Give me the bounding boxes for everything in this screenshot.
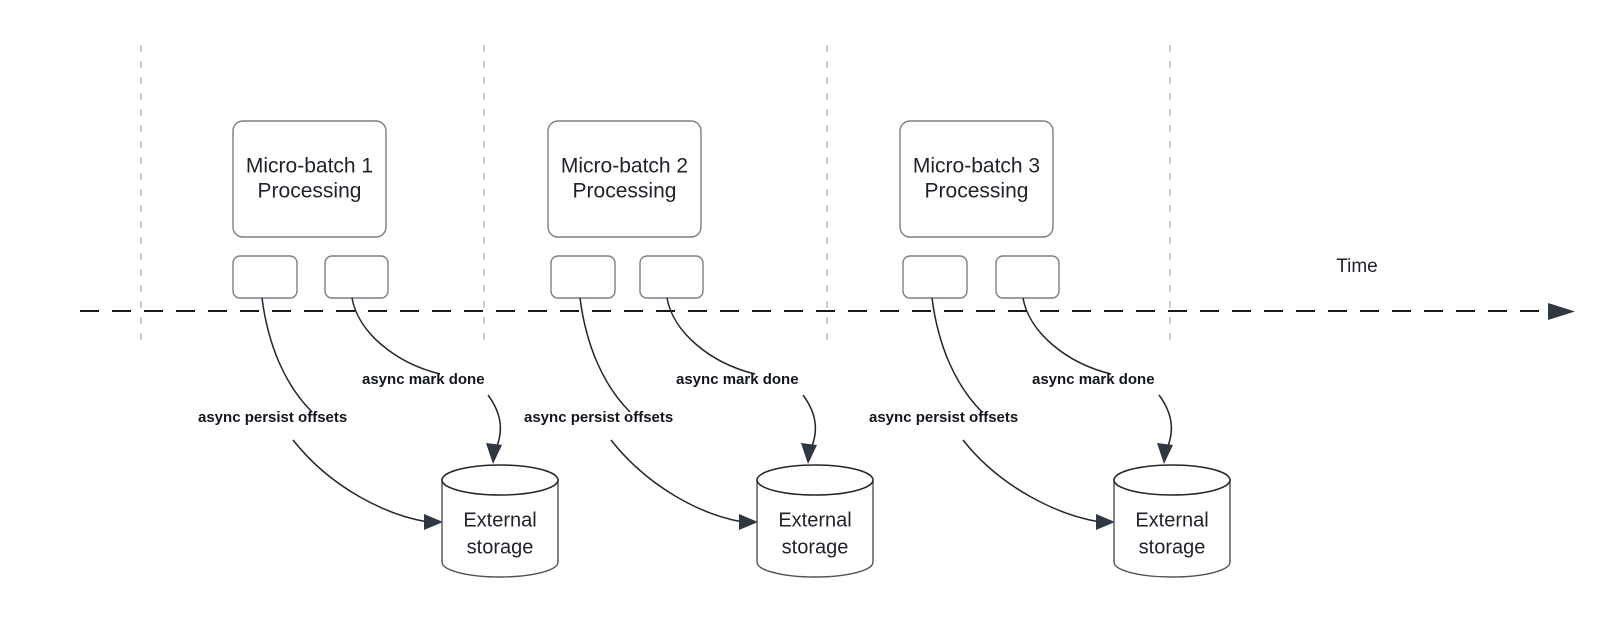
micro-batch-1-storage-label-line2: storage (467, 536, 534, 558)
micro-batch-3-label-line2: Processing (925, 180, 1029, 203)
time-axis-label: Time (1336, 256, 1378, 277)
micro-batch-1-box[interactable] (232, 120, 387, 238)
micro-batch-2-persist-offsets-edge-tail (610, 439, 744, 523)
micro-batch-2-persist-offsets-label: async persist offsets (524, 409, 673, 426)
time-axis: Time (80, 256, 1575, 320)
micro-batch-2-mark-done-edge (666, 297, 756, 375)
micro-batch-1-persist-offsets-edge-tail (292, 439, 429, 523)
micro-batch-group-3: Micro-batch 3 Processing async persist o… (869, 120, 1231, 578)
micro-batch-2-task-box-mark[interactable] (639, 255, 704, 299)
micro-batch-group-1: Micro-batch 1 Processing async persist o… (198, 120, 559, 578)
micro-batch-1-storage-label-line1: External (463, 509, 536, 531)
gridlines-group (140, 45, 1171, 340)
micro-batch-2-label-line2: Processing (573, 180, 677, 203)
micro-batch-3-box[interactable] (899, 120, 1054, 238)
micro-batch-3-storage-label-line2: storage (1139, 536, 1206, 558)
micro-batch-2-persist-offsets-edge (579, 297, 631, 413)
micro-batch-3-persist-offsets-edge-tail (962, 439, 1101, 523)
micro-batch-3-mark-done-arrow-icon (1157, 443, 1173, 464)
micro-batch-3-task-box-persist[interactable] (902, 255, 968, 299)
micro-batch-1-label-line1: Micro-batch 1 (246, 155, 373, 178)
micro-batch-1-external-storage[interactable]: External storage (441, 464, 559, 578)
micro-batch-1-mark-done-arrow-icon (486, 443, 502, 464)
micro-batch-2-persist-offsets-arrow-icon (739, 514, 758, 530)
micro-batch-3-label-line1: Micro-batch 3 (913, 155, 1040, 178)
micro-batch-3-task-box-mark[interactable] (995, 255, 1060, 299)
micro-batch-3-mark-done-label: async mark done (1032, 371, 1155, 388)
micro-batch-3-persist-offsets-label: async persist offsets (869, 409, 1018, 426)
micro-batch-3-persist-offsets-arrow-icon (1096, 514, 1115, 530)
micro-batch-2-mark-done-label: async mark done (676, 371, 799, 388)
micro-batch-group-2: Micro-batch 2 Processing async persist o… (524, 120, 874, 578)
time-axis-arrow-icon (1548, 303, 1575, 320)
micro-batch-1-mark-done-edge (351, 297, 441, 375)
micro-batch-2-task-box-persist[interactable] (550, 255, 616, 299)
micro-batch-2-storage-label-line2: storage (782, 536, 849, 558)
micro-batch-1-label-line2: Processing (258, 180, 362, 203)
micro-batch-3-storage-label-line1: External (1135, 509, 1208, 531)
micro-batch-1-persist-offsets-edge (261, 297, 313, 413)
micro-batch-1-persist-offsets-label: async persist offsets (198, 409, 347, 426)
micro-batch-2-external-storage[interactable]: External storage (756, 464, 874, 578)
micro-batch-1-persist-offsets-arrow-icon (424, 514, 443, 530)
micro-batch-3-mark-done-edge (1022, 297, 1112, 375)
micro-batch-3-persist-offsets-edge (931, 297, 983, 413)
micro-batch-1-task-box-mark[interactable] (324, 255, 389, 299)
micro-batch-1-mark-done-label: async mark done (362, 371, 485, 388)
micro-batch-2-label-line1: Micro-batch 2 (561, 155, 688, 178)
micro-batch-2-mark-done-arrow-icon (801, 443, 817, 464)
micro-batch-1-task-box-persist[interactable] (232, 255, 298, 299)
micro-batch-2-storage-label-line1: External (778, 509, 851, 531)
micro-batch-2-box[interactable] (547, 120, 702, 238)
micro-batch-3-external-storage[interactable]: External storage (1113, 464, 1231, 578)
